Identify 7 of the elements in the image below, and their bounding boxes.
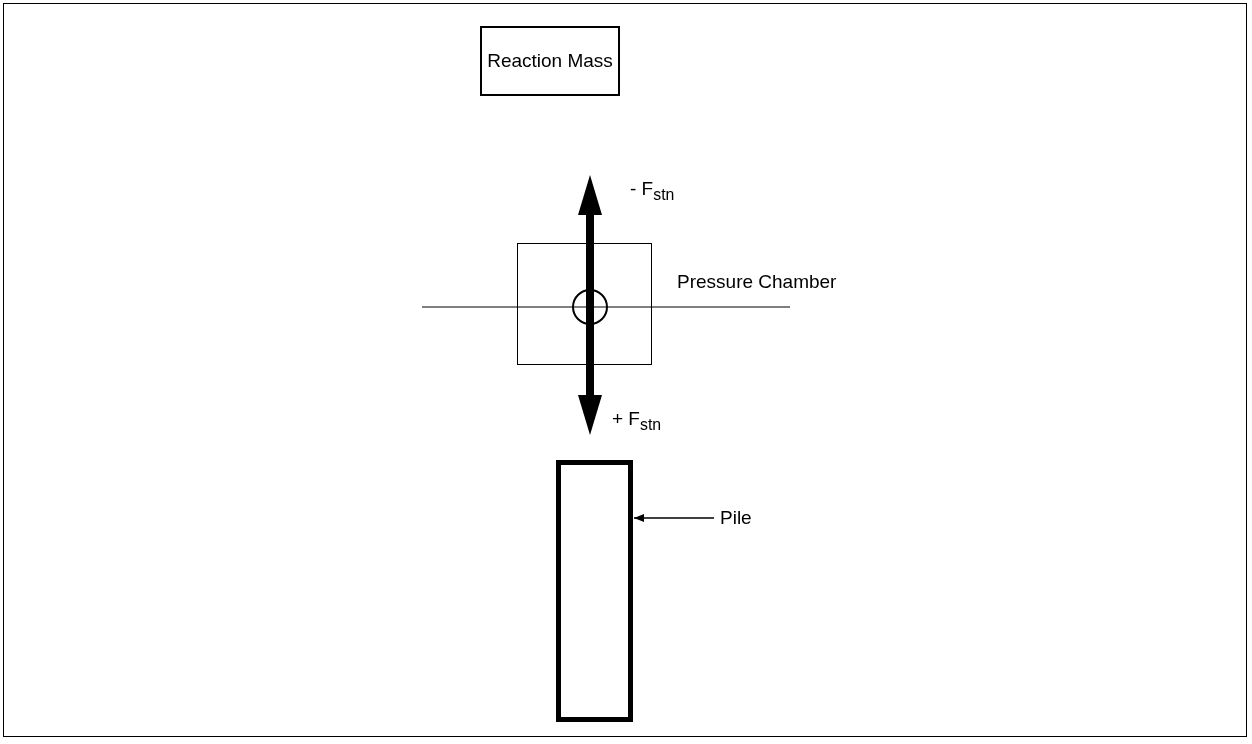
force-label: - F$_{stn}$ xyxy=(630,178,675,204)
reaction-mass-box: Reaction Mass xyxy=(480,26,620,96)
force-label: + F$_{stn}$ xyxy=(612,408,662,434)
part-label: Pile xyxy=(720,507,752,529)
leader-line xyxy=(633,514,715,522)
pile-bar xyxy=(556,460,633,722)
part-label: Pressure Chamber xyxy=(677,271,837,293)
